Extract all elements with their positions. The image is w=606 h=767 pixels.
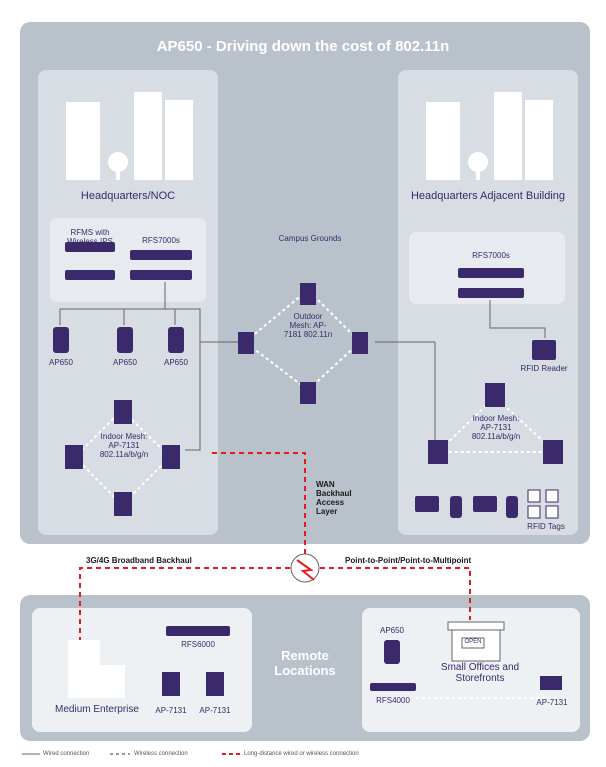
small-offices-label: Small Offices and Storefronts bbox=[440, 662, 520, 684]
ap7131c-label: AP-7131 bbox=[536, 698, 568, 707]
legend-wireless: Wireless connection bbox=[134, 751, 188, 757]
storefront-icon bbox=[447, 621, 505, 662]
campus-label: Campus Grounds bbox=[278, 234, 342, 243]
page-title: AP650 - Driving down the cost of 802.11n bbox=[156, 38, 450, 55]
hq-mesh-label: Indoor Mesh: AP-7131 802.11a/b/g/n bbox=[99, 432, 149, 459]
adjacent-mesh-lines bbox=[435, 396, 558, 453]
ap650-2-label: AP650 bbox=[112, 358, 138, 367]
adjacent-mesh-label: Indoor Mesh: AP-7131 802.11a/b/g/n bbox=[471, 414, 521, 441]
ap7131b-label: AP-7131 bbox=[199, 706, 231, 715]
medium-enterprise-label: Medium Enterprise bbox=[55, 704, 139, 715]
campus-mesh-label: Outdoor Mesh: AP-7181 802.11n bbox=[283, 312, 333, 339]
device-icons bbox=[53, 242, 563, 696]
broadband-label: 3G/4G Broadband Backhaul bbox=[86, 556, 192, 565]
rfs6000-label: RFS6000 bbox=[181, 640, 215, 649]
legend-long-distance: Long-distance wired or wireless connecti… bbox=[244, 751, 359, 757]
wired-lines bbox=[59, 282, 546, 451]
legend-wired: Wired connection bbox=[43, 751, 90, 757]
long-distance-lines bbox=[79, 452, 471, 640]
rfid-tags-label: RFID Tags bbox=[527, 522, 565, 531]
adjacent-rfs-label: RFS7000s bbox=[472, 251, 510, 260]
hq-rfs-label: RFS7000s bbox=[142, 236, 180, 245]
adjacent-label: Headquarters Adjacent Building bbox=[410, 190, 566, 202]
wan-hub-icon bbox=[290, 553, 320, 583]
hq-buildings-icon bbox=[66, 92, 193, 180]
rfs4000-label: RFS4000 bbox=[376, 696, 410, 705]
campus-mesh-lines bbox=[243, 289, 362, 392]
ap7131a-label: AP-7131 bbox=[155, 706, 187, 715]
open-sign-label: OPEN bbox=[464, 639, 482, 645]
p2p-label: Point-to-Point/Point-to-Multipoint bbox=[345, 556, 472, 565]
hq-label: Headquarters/NOC bbox=[80, 190, 176, 202]
ap650-3-label: AP650 bbox=[163, 358, 189, 367]
wan-label: WAN Backhaul Access Layer bbox=[316, 480, 352, 516]
rfid-reader-label: RFID Reader bbox=[520, 364, 568, 373]
remote-label: Remote Locations bbox=[274, 648, 336, 678]
rfid-tag-icons bbox=[527, 489, 559, 519]
adjacent-buildings-icon bbox=[426, 92, 553, 180]
medium-enterprise-building-icon bbox=[68, 640, 125, 698]
remote-ap650-label: AP650 bbox=[379, 626, 405, 635]
rfms-label: RFMS with Wireless IPS bbox=[67, 228, 113, 246]
ap650-1-label: AP650 bbox=[48, 358, 74, 367]
